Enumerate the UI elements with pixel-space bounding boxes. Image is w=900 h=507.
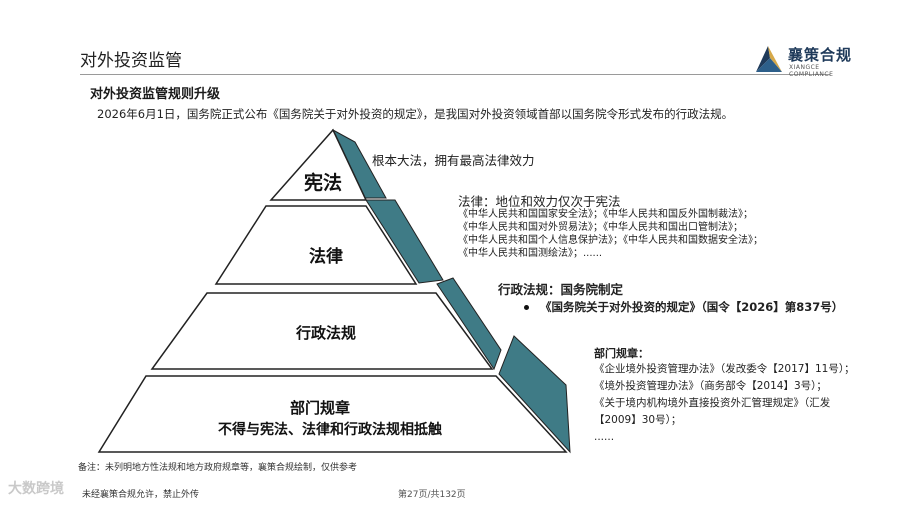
pyramid-side-level4 xyxy=(498,335,571,454)
dept-list: 《企业境外投资管理办法》（发改委令【2017】11号）； 《境外投资管理办法》（… xyxy=(594,361,855,446)
dept-list-item: 【2009】30号）； xyxy=(594,414,682,426)
admin-note-item: 《国务院关于对外投资的规定》（国令【2026】第837号） xyxy=(540,300,844,314)
dept-list-item: 《境外投资管理办法》（商务部令【2014】3号）； xyxy=(594,380,827,392)
logo-text: 襄策合规 xyxy=(788,46,853,64)
law-note-title: 法律：地位和效力仅次于宪法 xyxy=(458,194,621,209)
dept-list-item: 《关于境内机构境外直接投资外汇管理规定》（汇发 xyxy=(594,397,831,409)
level1-label: 宪法 xyxy=(303,172,342,194)
admin-note-title: 行政法规：国务院制定 xyxy=(498,282,624,297)
watermark: 大数跨境 xyxy=(8,481,64,497)
logo-mark-icon xyxy=(756,46,782,72)
section-title: 对外投资监管规则升级 xyxy=(90,87,221,102)
level3-label: 行政法规 xyxy=(295,324,356,342)
level4-sublabel: 不得与宪法、法律和行政法规相抵触 xyxy=(218,422,442,438)
pyramid-level2 xyxy=(214,205,418,285)
law-list: 《中华人民共和国国家安全法》；《中华人民共和国反外国制裁法》； 《中华人民共和国… xyxy=(458,208,763,260)
pyramid-level1 xyxy=(269,128,368,201)
law-list-item: 《中华人民共和国对外贸易法》；《中华人民共和国出口管制法》； xyxy=(458,222,743,233)
constitution-note: 根本大法，拥有最高法律效力 xyxy=(372,153,535,168)
pyramid-side-level2 xyxy=(365,199,444,284)
footnote: 备注：未列明地方性法规和地方政府规章等，襄策合规绘制，仅供参考 xyxy=(78,463,358,473)
level4-label: 部门规章 xyxy=(289,399,350,417)
pyramid-level4 xyxy=(97,375,568,453)
pyramid-side-level3 xyxy=(436,277,502,371)
law-list-item: 《中华人民共和国个人信息保护法》；《中华人民共和国数据安全法》； xyxy=(458,235,763,246)
brand-logo: 襄策合规 XIANGCE COMPLIANCE xyxy=(752,42,862,78)
bullet-icon xyxy=(524,305,529,310)
dept-list-item: 《企业境外投资管理办法》（发改委令【2017】11号）； xyxy=(594,363,855,375)
page-number: 第27页/共132页 xyxy=(398,490,466,500)
page-title: 对外投资监管 xyxy=(80,51,182,71)
intro-text: 2026年6月1日，国务院正式公布《国务院关于对外投资的规定》，是我国对外投资领… xyxy=(97,107,734,121)
title-divider xyxy=(80,74,830,75)
dept-list-item: ...... xyxy=(594,431,615,443)
law-list-item: 《中华人民共和国国家安全法》；《中华人民共和国反外国制裁法》； xyxy=(458,209,753,220)
pyramid-level3 xyxy=(150,292,494,370)
footer-disclaimer: 未经襄策合规允许，禁止外传 xyxy=(82,490,200,500)
logo-subtext: XIANGCE COMPLIANCE xyxy=(789,64,834,78)
dept-note-title: 部门规章： xyxy=(594,347,649,360)
level2-label: 法律 xyxy=(309,247,343,267)
law-list-item: 《中华人民共和国测绘法》；...... xyxy=(458,248,603,259)
